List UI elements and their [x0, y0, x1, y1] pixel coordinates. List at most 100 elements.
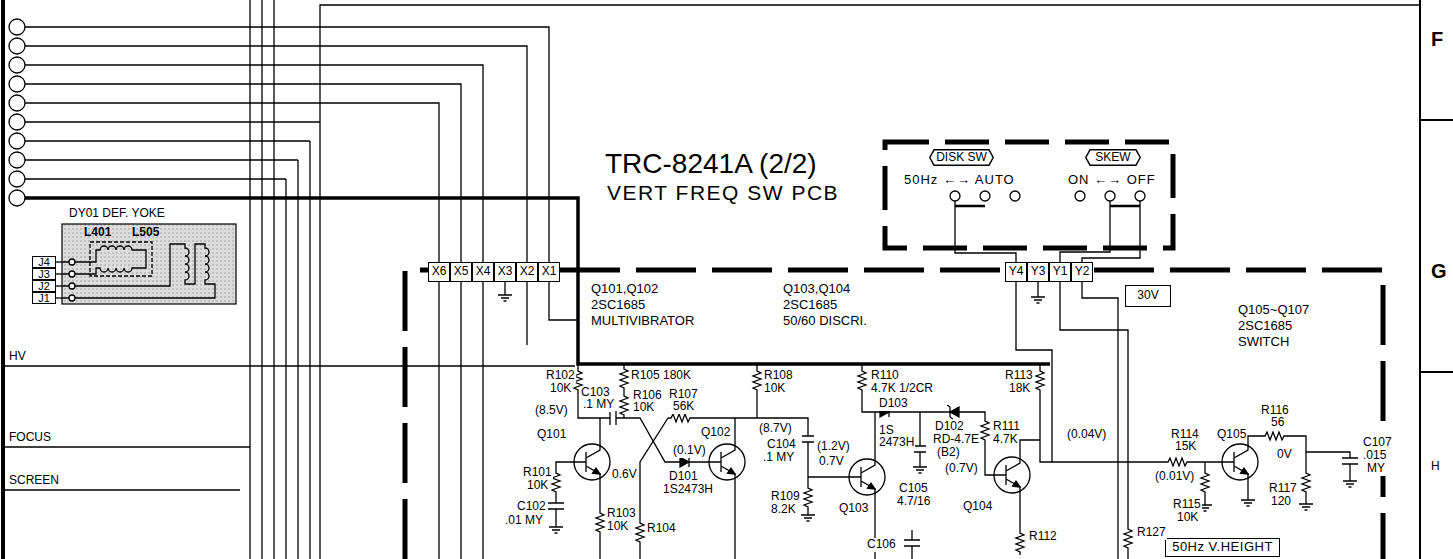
wire-connector — [955, 248, 1016, 262]
node-text: 50Hz ←→ AUTO — [903, 173, 1016, 187]
schematic-circle — [9, 57, 25, 73]
text-label: 120 — [1270, 495, 1292, 509]
voltage-note: 0V — [1276, 448, 1293, 462]
node-text: Y3 — [1031, 265, 1046, 278]
yoke-pin: J2 — [32, 280, 56, 292]
schematic-use — [1302, 470, 1310, 495]
schematic-circle — [1075, 191, 1085, 201]
node-text: ON ←→ OFF — [1067, 173, 1157, 187]
schematic-circle — [950, 191, 960, 201]
connector-pin: X3 — [494, 262, 516, 282]
schematic-use — [801, 510, 815, 521]
schematic-path — [1342, 458, 1358, 464]
schematic-circle — [9, 19, 25, 35]
grid-letter: G — [1430, 260, 1448, 283]
node-text: X2 — [520, 265, 535, 278]
schematic-use — [620, 366, 628, 391]
schematic-use — [1124, 526, 1132, 551]
schematic-rect — [90, 242, 152, 276]
yoke-pin: J3 — [32, 268, 56, 280]
text-label: .1 MY — [582, 398, 615, 412]
schematic-path — [955, 205, 1140, 208]
node-text: J2 — [38, 281, 50, 292]
node-text: Y4 — [1009, 265, 1024, 278]
part-number: D102 — [934, 420, 965, 434]
wire-connector — [1060, 248, 1110, 262]
schematic-path — [3, 366, 575, 490]
node-text: L401 — [84, 226, 111, 239]
transistor-label: Q103,Q104 — [782, 282, 851, 297]
connector-pin: Y4 — [1005, 262, 1027, 282]
schematic-use — [981, 418, 989, 443]
text-label: MULTIVIBRATOR — [590, 314, 695, 329]
tag-outline — [1086, 150, 1140, 165]
part-number: R113 — [1004, 369, 1034, 383]
text-label: .015 — [1362, 449, 1387, 463]
schematic-path — [610, 411, 616, 425]
schematic-circle — [69, 283, 75, 289]
text-label: 2SC1685 — [590, 298, 646, 313]
part-number: R110 — [870, 369, 900, 383]
schematic-path — [802, 436, 814, 442]
wire-connector — [56, 273, 62, 274]
schematic-use — [804, 485, 812, 510]
text-label: 10K — [526, 479, 549, 493]
part-number: C106 — [866, 538, 897, 552]
text-label: H — [1430, 460, 1441, 474]
text-label: 10K — [763, 382, 786, 396]
text-label: .01 MY — [504, 514, 544, 528]
connector-pin: X4 — [472, 262, 494, 282]
schematic-use — [552, 470, 560, 495]
part-number: R112 — [1028, 530, 1058, 544]
text-label: .1 MY — [762, 451, 795, 465]
schematic-path — [556, 462, 574, 522]
schematic-path — [623, 391, 624, 393]
schematic-path — [250, 0, 1420, 559]
schematic-use — [1241, 495, 1255, 506]
schematic-circle — [1010, 191, 1020, 201]
voltage-note: (8.7V) — [758, 422, 793, 436]
part-number: C104 — [766, 438, 797, 452]
node-text: J1 — [38, 293, 50, 304]
schematic-use — [1262, 432, 1287, 440]
schematic-circle — [69, 271, 75, 277]
text-label: MY — [1366, 462, 1386, 476]
schematic-use — [1299, 499, 1313, 510]
schematic-path — [693, 418, 808, 485]
part-number: R105 180K — [630, 369, 692, 383]
text-label: 10K — [549, 382, 572, 396]
connector-pin: Y3 — [1027, 262, 1049, 282]
schematic-use — [1016, 530, 1024, 555]
schematic-path — [1020, 364, 1222, 500]
node-text: X4 — [476, 265, 491, 278]
voltage-box: 30V — [1125, 285, 1171, 307]
schematic-use — [668, 414, 693, 422]
schematic-path — [688, 457, 689, 467]
schematic-path — [914, 412, 926, 462]
part-number: R102 — [545, 369, 576, 383]
schematic-path — [25, 27, 549, 262]
connector-pin: X2 — [516, 262, 538, 282]
text-label: 10K — [1176, 511, 1199, 525]
connector-pin: Y2 — [1071, 262, 1093, 282]
node-text: X6 — [432, 265, 447, 278]
connector-pin: X6 — [428, 262, 450, 282]
text-label: SWITCH — [1237, 335, 1290, 350]
schematic-circle — [9, 114, 25, 130]
schematic-path — [1016, 282, 1128, 559]
schematic-path — [62, 262, 69, 298]
text-label: 4.7K — [992, 433, 1019, 447]
schematic-path — [1037, 282, 1038, 292]
schematic-path — [75, 246, 146, 274]
part-number: R108 — [763, 369, 794, 383]
text-label: VERT FREQ SW PCB — [606, 181, 840, 205]
schematic-use — [1343, 476, 1357, 487]
text-label: RD-4.7E — [932, 433, 980, 447]
schematic-circle — [9, 76, 25, 92]
schematic-circle — [9, 95, 25, 111]
schematic-path — [947, 405, 953, 419]
schematic-use — [636, 520, 644, 545]
part-number: R104 — [646, 522, 677, 536]
node-text: Y1 — [1053, 265, 1068, 278]
